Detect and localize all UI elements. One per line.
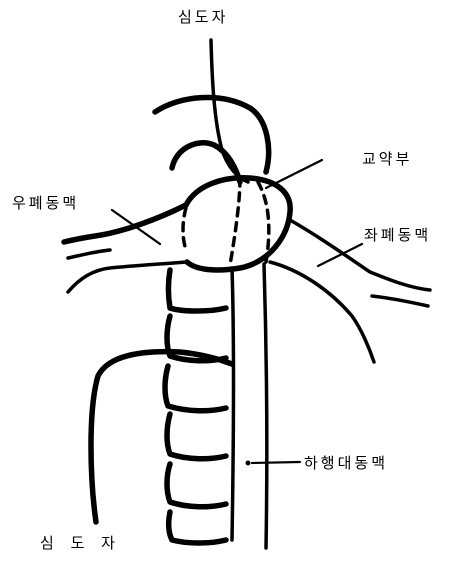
leader-descending-aorta xyxy=(252,462,300,463)
vertebra-5 xyxy=(167,464,226,507)
right-pulmonary-upper xyxy=(64,205,186,242)
label-junction: 교약부 xyxy=(362,152,412,167)
leader-right-pulmonary xyxy=(112,210,160,244)
left-pulmonary-branch xyxy=(372,296,428,306)
junction-dashed-left xyxy=(183,208,186,250)
label-bottom-probe: 심 도 자 xyxy=(40,536,121,551)
junction-dashed-right xyxy=(258,182,269,262)
vertebra-3 xyxy=(165,366,226,411)
label-right-pulmonary: 우폐동맥 xyxy=(12,196,79,211)
label-left-pulmonary: 좌폐동맥 xyxy=(364,228,431,243)
aorta-marker-dot xyxy=(246,461,251,466)
label-descending-aorta: 하행대동맥 xyxy=(304,456,388,471)
catheter-bottom-line xyxy=(91,352,232,522)
vertebra-1 xyxy=(169,270,227,311)
descending-aorta-right-wall xyxy=(264,264,267,548)
vertebra-6 xyxy=(169,512,226,543)
vertebra-4 xyxy=(167,414,226,459)
label-top-probe: 심도자 xyxy=(178,10,228,25)
right-pulmonary-branch xyxy=(68,250,110,258)
leader-junction xyxy=(266,160,322,188)
left-pulmonary-lower xyxy=(270,262,374,362)
junction-dashed-middle xyxy=(230,178,240,265)
descending-aorta-left-wall xyxy=(232,268,234,540)
